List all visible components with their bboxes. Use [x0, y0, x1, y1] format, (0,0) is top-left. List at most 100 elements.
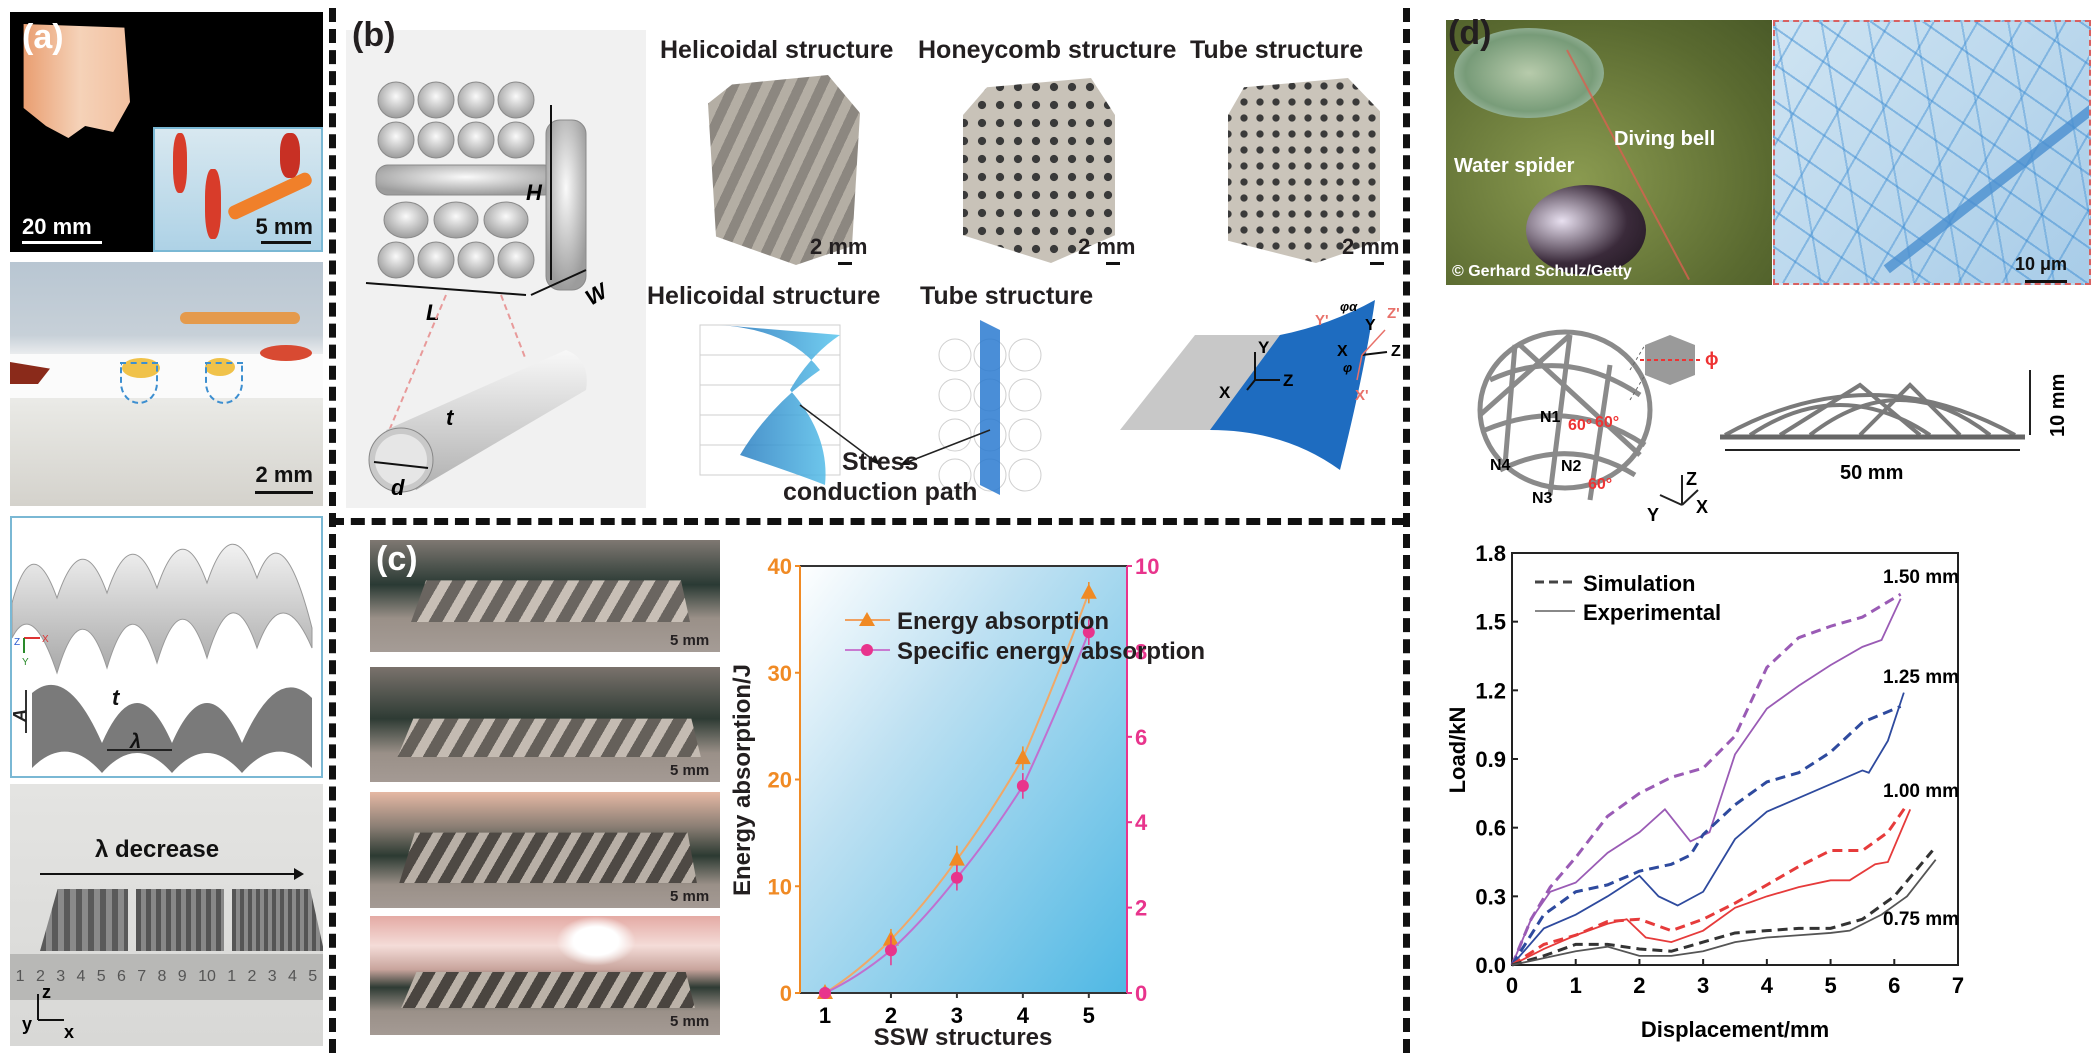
y-axis-left: 0 10 20 30 40: [768, 554, 800, 1006]
divider-b-c: [330, 518, 1406, 525]
node-n1: N1: [1540, 409, 1561, 426]
legend-experimental: Experimental: [1583, 600, 1721, 625]
axes-icon: z y x: [22, 982, 74, 1040]
series-group: [1510, 592, 1937, 967]
annotation-1-00mm: 1.00 mm: [1883, 781, 1959, 802]
angle-60-1: 60°: [1568, 417, 1592, 434]
svg-text:z: z: [42, 982, 51, 1002]
scale-label: 2 mm: [810, 234, 868, 259]
svg-text:1.2: 1.2: [1475, 678, 1506, 703]
coord-y2: Y: [1365, 317, 1376, 334]
dim-diameter: d: [391, 475, 405, 500]
sample-1: [40, 889, 128, 951]
svg-text:20: 20: [768, 768, 792, 793]
dome-width-label: 50 mm: [1840, 462, 1903, 484]
axis-y: Y: [1647, 505, 1659, 525]
svg-text:0: 0: [780, 981, 792, 1006]
svg-text:10: 10: [1135, 554, 1159, 579]
svg-text:8: 8: [1135, 639, 1147, 664]
panel-label-b: (b): [352, 16, 396, 54]
scale-label-5mm: 5 mm: [255, 214, 313, 239]
scale-label: 2 mm: [1078, 234, 1136, 259]
dim-length: L: [426, 300, 439, 325]
legend-energy-absorption: Energy absorption: [897, 608, 1109, 635]
node-n2: N2: [1561, 458, 1582, 475]
svg-text:2: 2: [885, 1003, 897, 1028]
wave-model-graphic: Z X Y A t λ: [12, 543, 313, 773]
svg-text:0.0: 0.0: [1475, 953, 1506, 978]
angle-60-2: 60°: [1595, 414, 1619, 431]
svg-text:0: 0: [1135, 981, 1147, 1006]
specimen-shape: [23, 24, 130, 138]
dim-width: W: [581, 277, 613, 310]
panel-label-d: (d): [1448, 14, 1492, 52]
photo-cross-section: 2 mm: [10, 262, 323, 506]
axis-x: X: [42, 634, 49, 645]
svg-text:0: 0: [1506, 973, 1518, 998]
dim-wavelength: λ: [129, 731, 141, 753]
sample-3: [232, 889, 323, 951]
dome-diagram: ϕ N1 N2 N3 N4 60° 60° 60° Z Y X 50 mm 10…: [1477, 329, 2069, 525]
dim-thickness: t: [446, 405, 455, 430]
svg-text:4: 4: [1761, 973, 1774, 998]
axis-y: Y: [22, 657, 29, 668]
annotation-0-75mm: 0.75 mm: [1883, 909, 1959, 930]
coord-y: Y: [1258, 338, 1270, 357]
svg-text:4: 4: [1135, 810, 1148, 835]
arrow-right: [40, 873, 298, 875]
scale-bar: [255, 491, 313, 494]
path-title-helicoidal: Helicoidal structure: [647, 282, 881, 310]
wave-model: Z X Y A t λ: [10, 516, 323, 778]
scale-label: 5 mm: [670, 632, 710, 649]
sample-photo-helicoidal: [708, 75, 860, 265]
scale-label-2mm: 2 mm: [255, 462, 313, 487]
scale-label: 5 mm: [670, 762, 710, 779]
y-axis: 0.00.30.60.91.21.51.8: [1475, 541, 1518, 978]
svg-text:2: 2: [1633, 973, 1645, 998]
svg-text:3: 3: [951, 1003, 963, 1028]
svg-text:0.3: 0.3: [1475, 884, 1506, 909]
svg-text:10: 10: [768, 874, 792, 899]
coord-z: Z: [1283, 371, 1293, 390]
legend-specific-energy-absorption: Specific energy absorption: [897, 638, 1205, 665]
svg-text:1: 1: [1570, 973, 1582, 998]
sample-photo-honeycomb: [963, 78, 1115, 263]
diameter-phi: ϕ: [1705, 349, 1719, 369]
axis-z: Z: [14, 637, 20, 648]
fiber-micrograph: 10 μm: [1773, 20, 2091, 285]
node-n4: N4: [1490, 457, 1511, 474]
divider-b-d: [1403, 8, 1410, 1053]
svg-text:40: 40: [768, 554, 792, 579]
dim-height: H: [526, 180, 543, 205]
annotation-1-25mm: 1.25 mm: [1883, 667, 1959, 688]
coord-y-prime: Y': [1315, 312, 1329, 329]
svg-text:5: 5: [1824, 973, 1836, 998]
stress-caption-line1: Stress: [842, 448, 919, 476]
inset-box: 5 mm: [153, 127, 323, 252]
scale-label-10um: 10 μm: [2014, 254, 2067, 274]
svg-text:30: 30: [768, 661, 792, 686]
svg-text:1.8: 1.8: [1475, 541, 1506, 566]
legend-simulation: Simulation: [1583, 571, 1695, 596]
water-spider-label: Water spider: [1454, 155, 1575, 177]
dome-height-label: 10 mm: [2047, 374, 2069, 437]
svg-text:2: 2: [1135, 896, 1147, 921]
photo-credit: © Gerhard Schulz/Getty: [1452, 263, 1632, 280]
scale-bar: [838, 262, 852, 265]
coord-x2: X: [1337, 343, 1348, 360]
path-title-tube: Tube structure: [920, 282, 1094, 310]
angle-60-3: 60°: [1588, 476, 1612, 493]
scale-label: 2 mm: [1342, 234, 1400, 259]
tube-model-graphic: H L W t d: [365, 81, 613, 500]
scale-bar: [22, 241, 102, 244]
x-axis-label: SSW structures: [874, 1024, 1053, 1051]
sample-title-tube: Tube structure: [1190, 36, 1364, 64]
coord-z-prime: Z': [1387, 305, 1400, 322]
coord-x-prime: X': [1355, 387, 1369, 404]
axis-x: X: [1696, 497, 1708, 517]
stress-caption-line2: conduction path: [783, 478, 978, 506]
